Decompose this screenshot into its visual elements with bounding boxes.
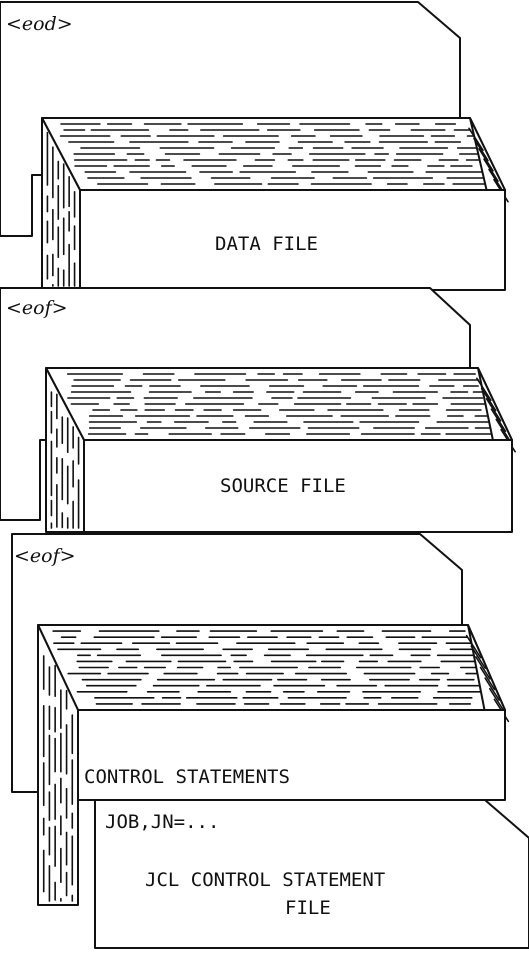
data-deck-top-hatching [59, 123, 492, 185]
jcl-title-line-1: JCL CONTROL STATEMENT [145, 869, 385, 891]
jcl-card [94, 799, 529, 949]
source-deck: <eof> SOURCE FILE [0, 287, 516, 533]
control-deck-body: CONTROL STATEMENTS [37, 624, 510, 906]
hatch-stroke [483, 158, 499, 182]
control-deck-top-hatching [52, 630, 500, 705]
data-deck-right-hatching [468, 127, 509, 203]
data-deck-body: DATA FILE [41, 117, 509, 291]
data-deck: <eod> DATA FILE [0, 1, 509, 291]
hatch-stroke [478, 148, 494, 172]
eod-marker: <eod> [6, 13, 73, 35]
source-file-card [83, 439, 513, 533]
hatch-stroke [484, 677, 500, 701]
jcl-first-line: JOB,JN=... [105, 811, 219, 833]
hatch-stroke [468, 127, 484, 152]
hatch-stroke [475, 656, 491, 680]
hatch-stroke [480, 387, 497, 412]
hatch-stroke [473, 137, 489, 162]
control-deck-side-hatching [42, 655, 74, 902]
data-file-card [79, 189, 506, 291]
hatch-stroke [485, 398, 502, 422]
source-deck-body: SOURCE FILE [45, 367, 516, 533]
eof-marker-1: <eof> [6, 297, 68, 319]
source-file-label: SOURCE FILE [220, 475, 346, 497]
control-statements-card [77, 709, 506, 801]
data-file-label: DATA FILE [215, 233, 318, 255]
source-deck-side-hatching [50, 391, 80, 529]
jcl-card-group: JOB,JN=... JCL CONTROL STATEMENT FILE [94, 799, 529, 949]
eof-marker-2: <eof> [14, 545, 76, 567]
hatch-stroke [488, 687, 505, 712]
hatch-stroke [470, 645, 487, 670]
hatch-stroke [495, 418, 512, 443]
hatch-stroke [479, 666, 496, 691]
control-deck: <eof> CONTROL STATEMENTS JOB,JN=... JCL … [11, 533, 529, 949]
hatch-stroke [490, 408, 507, 432]
control-statements-label: CONTROL STATEMENTS [84, 766, 290, 788]
data-deck-side-hatching [46, 131, 76, 287]
hatch-stroke [488, 168, 504, 193]
jcl-title-line-2: FILE [285, 897, 331, 919]
hatch-stroke [476, 377, 492, 402]
source-deck-top-hatching [66, 373, 505, 435]
hatch-stroke [465, 634, 482, 659]
